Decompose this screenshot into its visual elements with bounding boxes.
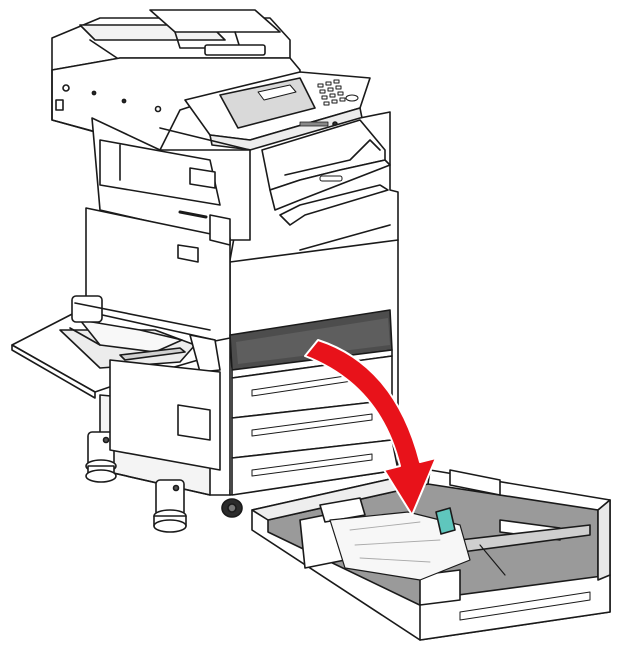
multipurpose-feeder [11,295,221,399]
left-access-door [85,207,231,343]
left-upper-cover [91,117,251,241]
keypad [317,79,359,106]
lower-left-door [109,359,221,471]
pull-direction-arrow [304,339,437,516]
document-feeder [51,9,291,71]
pulled-out-tray [251,469,611,641]
red-arrow-icon [304,339,437,516]
jammed-paper [329,511,471,581]
paper-guide-tab [435,507,456,535]
tray-3 [231,399,393,459]
left-rear-foot [153,479,187,533]
left-front-foot [85,431,117,483]
